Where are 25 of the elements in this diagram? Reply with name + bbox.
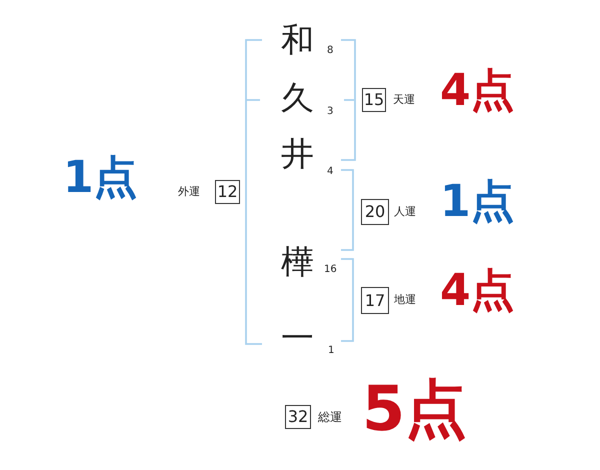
- stroke-total-box: 20: [361, 199, 389, 225]
- stroke-count: 3: [327, 106, 334, 118]
- name-character: 久: [281, 79, 314, 117]
- stroke-count: 1: [328, 345, 334, 356]
- name-character: 樺: [281, 243, 314, 281]
- fortune-label: 人運: [394, 206, 416, 219]
- score-text: 5点: [362, 373, 468, 444]
- stroke-count: 16: [324, 264, 337, 276]
- name-character: 一: [281, 319, 314, 357]
- fortune-label: 総運: [318, 411, 342, 425]
- name-character: 和: [281, 21, 314, 59]
- score-text: 1点: [63, 153, 138, 204]
- fortune-label: 外運: [178, 186, 200, 199]
- stroke-count: 8: [327, 45, 334, 56]
- fortune-label: 天運: [393, 94, 415, 107]
- stroke-total-box: 15: [362, 88, 386, 112]
- score-text: 1点: [440, 177, 515, 228]
- stroke-total-box: 12: [215, 180, 240, 204]
- stroke-count: 4: [327, 166, 334, 178]
- stroke-total-box: 17: [361, 287, 389, 314]
- score-text: 4点: [440, 266, 515, 317]
- fortune-label: 地運: [394, 294, 416, 307]
- score-text: 4点: [440, 66, 515, 117]
- name-character: 井: [281, 135, 314, 173]
- stroke-total-box: 32: [285, 405, 311, 429]
